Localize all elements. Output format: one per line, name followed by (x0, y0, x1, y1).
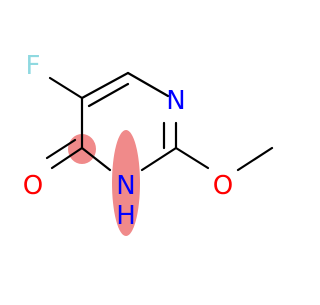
bond-c6-n1 (126, 71, 170, 98)
atom-oxygen-carbonyl: O (23, 171, 43, 201)
atom-nitrogen-h: N (116, 171, 135, 201)
bond-c5-f (48, 76, 84, 100)
atom-hydrogen: H (116, 201, 136, 231)
atom-oxygen-methoxy: O (213, 171, 233, 201)
bond-n3-c4 (80, 146, 112, 172)
bond-c5-c6-double (87, 82, 130, 108)
atom-fluorine: F (26, 51, 41, 81)
structure-canvas: F N O O N H (23, 51, 274, 236)
bond-c5-c6 (80, 71, 130, 100)
bond-c4-o (50, 146, 84, 170)
highlight-nh-bond (112, 130, 140, 236)
atom-nitrogen-ring: N (166, 86, 185, 116)
bond-c2-n3 (140, 146, 178, 172)
molecule-diagram: F N O O N H (23, 51, 274, 236)
bond-c2-o-methoxy (174, 146, 210, 170)
bond-c4-o-double (45, 138, 77, 160)
bond-o-ch3 (236, 146, 274, 172)
